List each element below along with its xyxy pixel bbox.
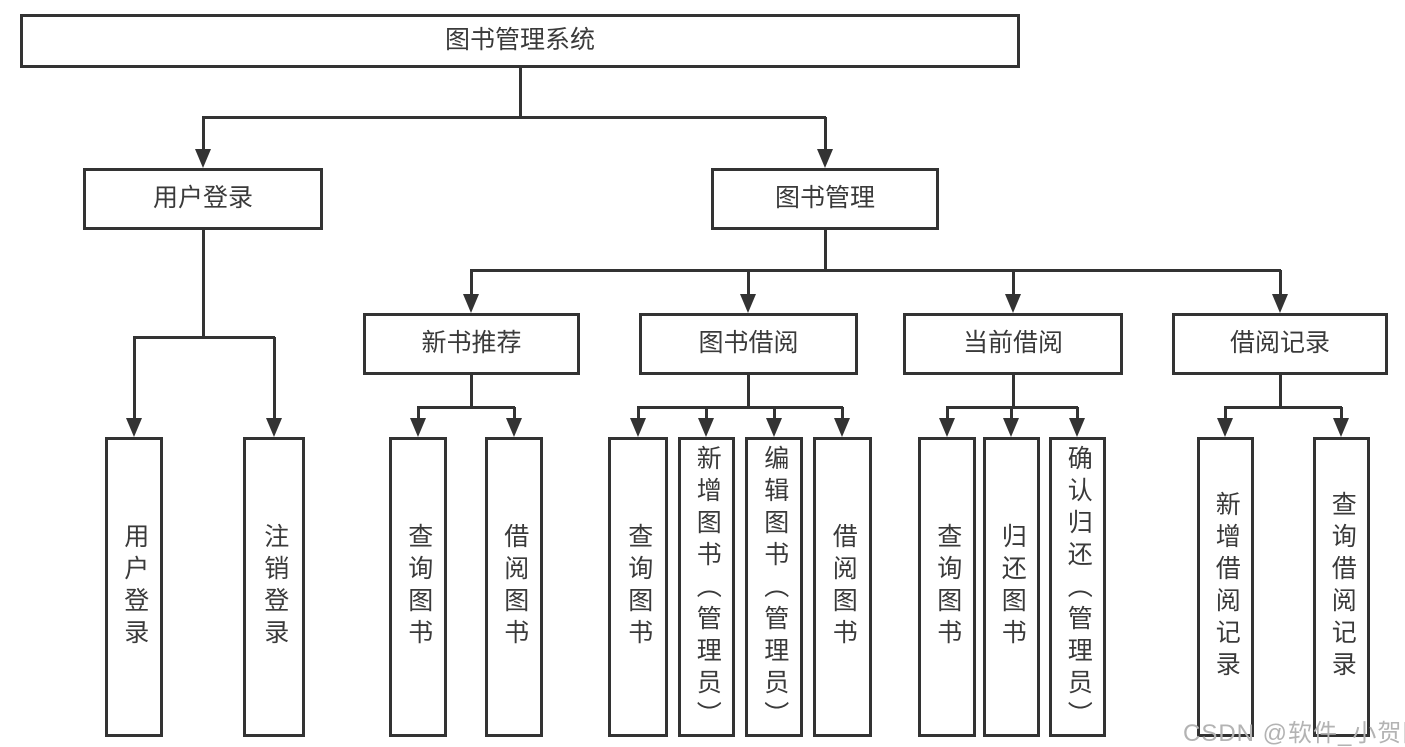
node-user-login: 用户登录 [83,168,323,230]
node-current-borrowing: 当前借阅 [903,313,1123,375]
node-library-system: 图书管理系统 [20,14,1020,68]
connector-line [1279,375,1282,407]
arrowhead-down-icon [817,149,833,168]
connector-line [470,269,1281,272]
node-label: 图书管理 [774,184,875,213]
node-label: 编辑图书（管理员） [760,445,789,733]
connector-line [637,406,843,409]
node-label: 借阅图书 [829,523,858,651]
arrowhead-down-icon [740,294,756,313]
node-book-management: 图书管理 [711,168,939,230]
connector-line [202,117,205,151]
node-label: 新增图书（管理员） [693,445,722,733]
connector-line [202,230,205,337]
connector-line [705,407,708,420]
node-leaf-add-borrow-record: 新增借阅记录 [1197,437,1254,737]
connector-line [513,407,516,420]
connector-line [273,337,276,420]
arrowhead-down-icon [410,418,426,437]
connector-line [1012,270,1015,296]
connector-line [519,68,522,117]
node-label: 查询图书 [933,523,962,651]
node-leaf-borrow-books-recommend: 借阅图书 [485,437,543,737]
connector-line [773,407,776,420]
node-leaf-query-borrow-record: 查询借阅记录 [1313,437,1370,737]
connector-line [946,407,949,420]
node-leaf-borrow-books: 借阅图书 [813,437,872,737]
node-leaf-query-books-current: 查询图书 [918,437,976,737]
arrowhead-down-icon [1005,294,1021,313]
connector-line [747,270,750,296]
connector-line [133,336,275,339]
node-leaf-user-login: 用户登录 [105,437,163,737]
node-label: 查询图书 [404,523,433,651]
connector-line [1279,270,1282,296]
node-label: 用户登录 [152,184,253,213]
connector-line [824,230,827,270]
node-label: 新增借阅记录 [1212,491,1241,683]
connector-line [470,375,473,407]
arrowhead-down-icon [506,418,522,437]
node-leaf-return-books: 归还图书 [983,437,1040,737]
connector-line [637,407,640,420]
node-label: 注销登录 [260,523,289,651]
arrowhead-down-icon [1069,418,1085,437]
node-label: 确认归还（管理员） [1064,445,1093,733]
node-leaf-query-books-borrow: 查询图书 [608,437,668,737]
arrowhead-down-icon [266,418,282,437]
connector-line [1224,407,1227,420]
connector-line [1224,406,1342,409]
arrowhead-down-icon [463,294,479,313]
connector-line [133,337,136,420]
node-leaf-query-books-recommend: 查询图书 [389,437,447,737]
node-label: 当前借阅 [962,329,1063,358]
arrowhead-down-icon [766,418,782,437]
node-leaf-confirm-return-admin: 确认归还（管理员） [1049,437,1106,737]
node-leaf-edit-books-admin: 编辑图书（管理员） [745,437,803,737]
connector-line [417,407,420,420]
connector-line [841,407,844,420]
connector-line [1076,407,1079,420]
node-label: 图书借阅 [698,329,799,358]
node-leaf-logout: 注销登录 [243,437,305,737]
arrowhead-down-icon [1217,418,1233,437]
connector-line [470,270,473,296]
node-label: 借阅图书 [500,523,529,651]
arrowhead-down-icon [1003,418,1019,437]
node-label: 新书推荐 [421,329,522,358]
connector-line [747,375,750,407]
arrowhead-down-icon [939,418,955,437]
csdn-watermark: CSDN @软件_小贺同学 [1183,720,1405,747]
connector-line [417,406,515,409]
connector-line [1012,375,1015,407]
arrowhead-down-icon [195,149,211,168]
node-leaf-add-books-admin: 新增图书（管理员） [678,437,735,737]
node-borrowing-records: 借阅记录 [1172,313,1388,375]
connector-line [1340,407,1343,420]
node-label: 归还图书 [998,523,1027,651]
node-label: 图书管理系统 [444,26,595,55]
connector-line [1010,407,1013,420]
node-new-book-recommend: 新书推荐 [363,313,580,375]
arrowhead-down-icon [1333,418,1349,437]
connector-line [202,116,826,119]
arrowhead-down-icon [834,418,850,437]
arrowhead-down-icon [1272,294,1288,313]
node-label: 用户登录 [120,523,149,651]
node-label: 查询图书 [624,523,653,651]
node-label: 借阅记录 [1229,329,1330,358]
arrowhead-down-icon [698,418,714,437]
node-book-borrowing: 图书借阅 [639,313,858,375]
arrowhead-down-icon [630,418,646,437]
arrowhead-down-icon [126,418,142,437]
node-label: 查询借阅记录 [1328,491,1357,683]
connector-line [824,117,827,151]
